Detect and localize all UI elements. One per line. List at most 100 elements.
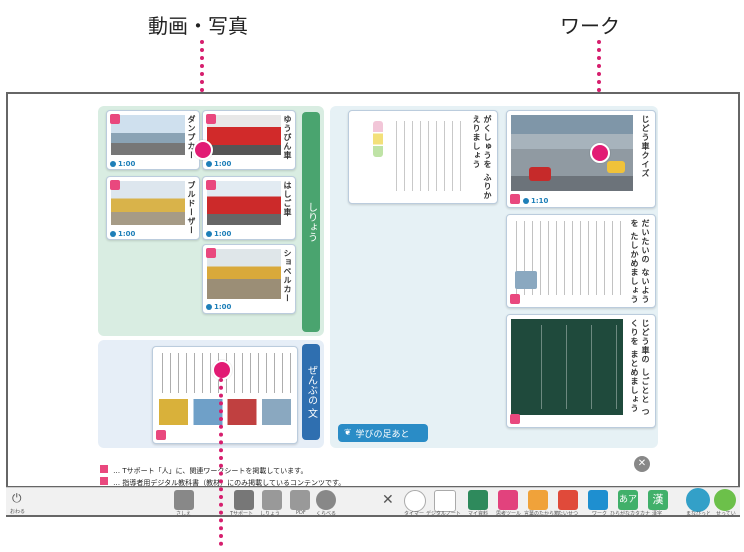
materials-icon[interactable]	[262, 490, 282, 510]
footprint-icon: ❦	[344, 428, 352, 438]
tool-label: せってい	[716, 511, 736, 517]
tab-full-text-label: ぜんぶの 文	[305, 365, 317, 419]
digital-note-icon[interactable]	[434, 490, 456, 512]
tool-label: デジタルノート	[426, 511, 461, 517]
t-support-icon[interactable]	[234, 490, 254, 510]
card-label: はしご車	[283, 181, 292, 217]
card-ladder-truck[interactable]: はしご車 1:00	[202, 176, 296, 240]
card-label: ブルドーザー	[187, 181, 196, 235]
note-text-2: … 指導者用デジタル教科書（教材）にのみ掲載しているコンテンツです。	[113, 479, 346, 487]
tool-label: タイマー	[404, 511, 425, 517]
badge-icon	[206, 180, 216, 190]
card-title: じどう車クイズ	[641, 115, 650, 178]
tab-reference[interactable]: しりょう	[302, 112, 320, 332]
important-icon[interactable]	[558, 490, 578, 510]
card-title: じどう車の しごとと つくりを まとめましょう	[630, 319, 650, 417]
badge-icon	[206, 114, 216, 124]
time-label: 1:00	[110, 230, 135, 238]
learning-footprint-button[interactable]: ❦ 学びの足あと	[338, 424, 428, 442]
time-label: 1:10	[523, 197, 548, 205]
compare-icon[interactable]	[316, 490, 336, 510]
review-lines	[393, 121, 467, 191]
card-label: ダンプカー	[187, 115, 196, 160]
badge-icon	[206, 248, 216, 258]
full-text-illustrations	[159, 399, 291, 425]
pdf-icon[interactable]	[290, 490, 310, 510]
excavator-photo	[207, 249, 281, 299]
power-icon[interactable]: ⏻	[12, 491, 22, 505]
note-icon-worksheet	[100, 464, 108, 473]
mail-truck-photo	[207, 115, 281, 155]
card-content-check[interactable]: だいたいの ないようを たしかめましょう	[506, 214, 656, 308]
tab-reference-label: しりょう	[305, 202, 317, 242]
illustration-tool-icon[interactable]	[174, 490, 194, 510]
badge-icon	[110, 114, 120, 124]
badge-icon	[510, 194, 520, 204]
close-toolbar-icon[interactable]: ✕	[382, 492, 394, 508]
tool-label: さしえ	[176, 511, 192, 517]
tool-label: ワーク	[592, 511, 608, 517]
review-icons	[373, 121, 383, 157]
kana-icon[interactable]: あア	[618, 490, 638, 510]
badge-icon	[156, 430, 166, 440]
content-illustration	[515, 271, 537, 289]
work-icon[interactable]	[588, 490, 608, 510]
tool-label: 思考ツール	[496, 511, 522, 517]
summary-board	[511, 319, 623, 415]
note-text-1: … Tサポート「人」に、関連ワークシートを掲載しています。	[113, 467, 308, 475]
pin-media	[193, 140, 213, 160]
card-excavator[interactable]: ショベルカー 1:00	[202, 244, 296, 314]
note-row-2: … 指導者用デジタル教科書（教材）にのみ掲載しているコンテンツです。	[100, 470, 345, 489]
card-dump-truck[interactable]: ダンプカー 1:00	[106, 110, 200, 170]
card-title: がくしゅうを ふりかえりましょう	[472, 115, 492, 200]
time-label: 1:00	[206, 230, 231, 238]
tool-label: くらべる	[316, 511, 337, 517]
main-screen: しりょう ダンプカー 1:00 ゆうびん車 1:00 ブルドーザー 1:00 は…	[6, 92, 740, 488]
card-label: ショベルカー	[283, 249, 292, 303]
tool-label: たいせつ	[558, 511, 579, 517]
pin-work	[590, 143, 610, 163]
note-icon-teacher	[100, 476, 108, 485]
tool-label: Tサポート	[230, 511, 254, 517]
time-label: 1:00	[206, 160, 231, 168]
card-mail-truck[interactable]: ゆうびん車 1:00	[202, 110, 296, 170]
ladder-truck-photo	[207, 181, 281, 225]
settings-icon[interactable]	[714, 489, 736, 511]
thinking-tool-icon[interactable]	[498, 490, 518, 510]
tool-label: マイ資料	[468, 511, 489, 517]
my-materials-icon[interactable]	[468, 490, 488, 510]
card-bulldozer[interactable]: ブルドーザー 1:00	[106, 176, 200, 240]
note-row-1: … Tサポート「人」に、関連ワークシートを掲載しています。	[100, 458, 307, 477]
learning-footprint-label: 学びの足あと	[355, 429, 410, 440]
tool-label: しりょう	[260, 511, 281, 517]
badge-icon	[110, 180, 120, 190]
badge-icon	[510, 294, 520, 304]
callout-work: ワーク	[560, 14, 620, 38]
pin-full-text	[212, 360, 232, 380]
bulldozer-photo	[111, 181, 185, 225]
tool-label: 言葉のたから箱	[524, 511, 560, 517]
close-icon[interactable]: ✕	[634, 456, 650, 472]
summary-grid	[517, 325, 617, 409]
tab-full-text[interactable]: ぜんぶの 文	[302, 344, 320, 440]
card-review[interactable]: がくしゅうを ふりかえりましょう	[348, 110, 498, 204]
word-treasure-icon[interactable]	[528, 490, 548, 510]
tool-label: まなびっと	[686, 511, 712, 517]
card-title: だいたいの ないようを たしかめましょう	[630, 219, 650, 304]
tool-label: PDF	[296, 510, 306, 516]
timer-icon[interactable]	[404, 490, 426, 512]
bottom-toolbar: ⏻ おわる さしえ Tサポート しりょう PDF くらべる ✕ タイマー デジタ…	[6, 487, 740, 517]
card-summary[interactable]: じどう車の しごとと つくりを まとめましょう	[506, 314, 656, 428]
callout-leader-full-text	[219, 378, 223, 546]
exit-label: おわる	[10, 509, 26, 515]
manabitto-icon[interactable]	[686, 488, 710, 512]
kanji-icon[interactable]: 漢	[648, 490, 668, 510]
quiz-car-red	[529, 167, 551, 181]
time-label: 1:00	[110, 160, 135, 168]
badge-icon	[510, 414, 520, 424]
card-quiz[interactable]: じどう車クイズ 1:10	[506, 110, 656, 208]
card-label: ゆうびん車	[283, 115, 292, 160]
tool-label: ひらがなカタカナ	[610, 511, 651, 517]
time-label: 1:00	[206, 303, 231, 311]
callout-media: 動画・写真	[148, 14, 248, 38]
